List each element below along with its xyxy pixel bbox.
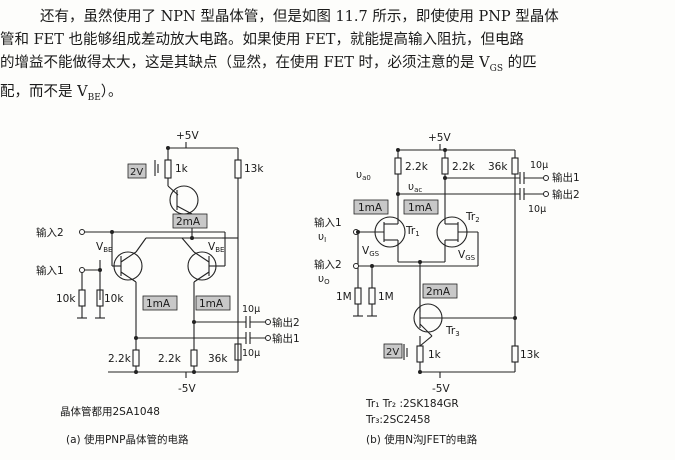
b-r-g2-label: 1M [378,291,394,303]
b-vgs-right: VGS [458,249,476,262]
b-r-g1-label: 1M [336,291,352,303]
a-vbe-right: VBE [208,241,224,254]
b-source-label: 2V [386,347,399,358]
b-tr2-label: Tr2 [465,211,480,224]
b-r-1k-label: 1k [428,349,442,361]
a-r-load3-label: 36k [208,353,228,365]
b-r-36k-label: 36k [488,161,508,173]
a-r-in1-label: 10k [56,293,76,305]
a-cap1-label: 10μ [242,304,260,315]
a-r-load1-label: 2.2k [108,353,132,365]
a-r-right-label: 13k [244,163,264,175]
paragraph-line-1: 还有，虽然使用了 NPN 型晶体管，但是如图 11.7 所示，即使使用 PNP … [40,9,559,25]
b-input1-label: 输入1 [314,216,342,229]
a-r-in2-label: 10k [104,293,124,305]
a-input1-label: 输入1 [36,264,64,277]
b-input1-v: υI [318,231,326,244]
b-tr3-label: Tr3 [445,325,460,338]
b-r-d2-label: 2.2k [452,161,476,173]
b-figure-caption: (b) 使用N沟JFET的电路 [366,434,478,446]
b-vac-label: υac [408,181,422,194]
a-vbe-left: VBE [96,241,112,254]
b-transistor-note-1: Tr₁ Tr₂ :2SK184GR [366,398,459,410]
paragraph-line-4: 配，而不是 VBE）。 [0,83,123,103]
a-current-right: 1mA [199,298,224,310]
b-cap2-label: 10μ [528,204,546,215]
a-transistor-note: 晶体管都用2SA1048 [60,406,160,418]
b-tr1-label: Tr1 [405,225,420,238]
a-r-top-label: 1k [175,163,189,175]
a-source-label: 2V [130,167,143,178]
b-input2-label: 输入2 [314,258,342,271]
b-cap1-label: 10μ [530,160,548,171]
b-va0-label: υa0 [356,169,371,182]
body-paragraph: 还有，虽然使用了 NPN 型晶体管，但是如图 11.7 所示，即使使用 PNP … [0,6,670,110]
paragraph-line-3: 的增益不能做得太大，这是其缺点（显然，在使用 FET 时，必须注意的是 VGS … [0,55,537,74]
b-transistor-note-2: Tr₃:2SC2458 [366,414,431,426]
b-r-13k-label: 13k [520,349,540,361]
a-vminus-label: -5V [178,383,196,395]
junction-dots [98,146,517,374]
b-vminus-label: -5V [432,383,450,395]
paragraph-line-2: 管和 FET 也能够组成差动放大电路。如果使用 FET，就能提高输入阻抗，但电路 [0,32,524,48]
b-r-d1-label: 2.2k [405,161,429,173]
a-output1-label: 输出1 [272,332,300,345]
a-input2-label: 输入2 [36,226,64,239]
b-output2-label: 输出2 [552,188,580,201]
a-r-load2-label: 2.2k [158,353,182,365]
circuit-a-wires [77,142,268,378]
b-current-tail: 2mA [426,286,451,298]
b-current-l: 1mA [358,202,383,214]
b-current-r: 1mA [408,202,433,214]
b-input2-v: υO [318,273,330,286]
current-boxes [127,163,458,359]
b-vplus-label: +5V [428,132,451,144]
circuit-b-wires [353,144,546,378]
a-vplus-label: +5V [176,130,199,142]
b-vgs-left: VGS [362,245,380,258]
a-output2-label: 输出2 [272,316,300,329]
a-figure-caption: (a) 使用PNP晶体管的电路 [66,434,189,446]
a-current-top: 2mA [176,216,201,228]
b-output1-label: 输出1 [552,171,580,184]
a-cap2-label: 10μ [242,348,260,359]
a-current-left: 1mA [146,298,171,310]
